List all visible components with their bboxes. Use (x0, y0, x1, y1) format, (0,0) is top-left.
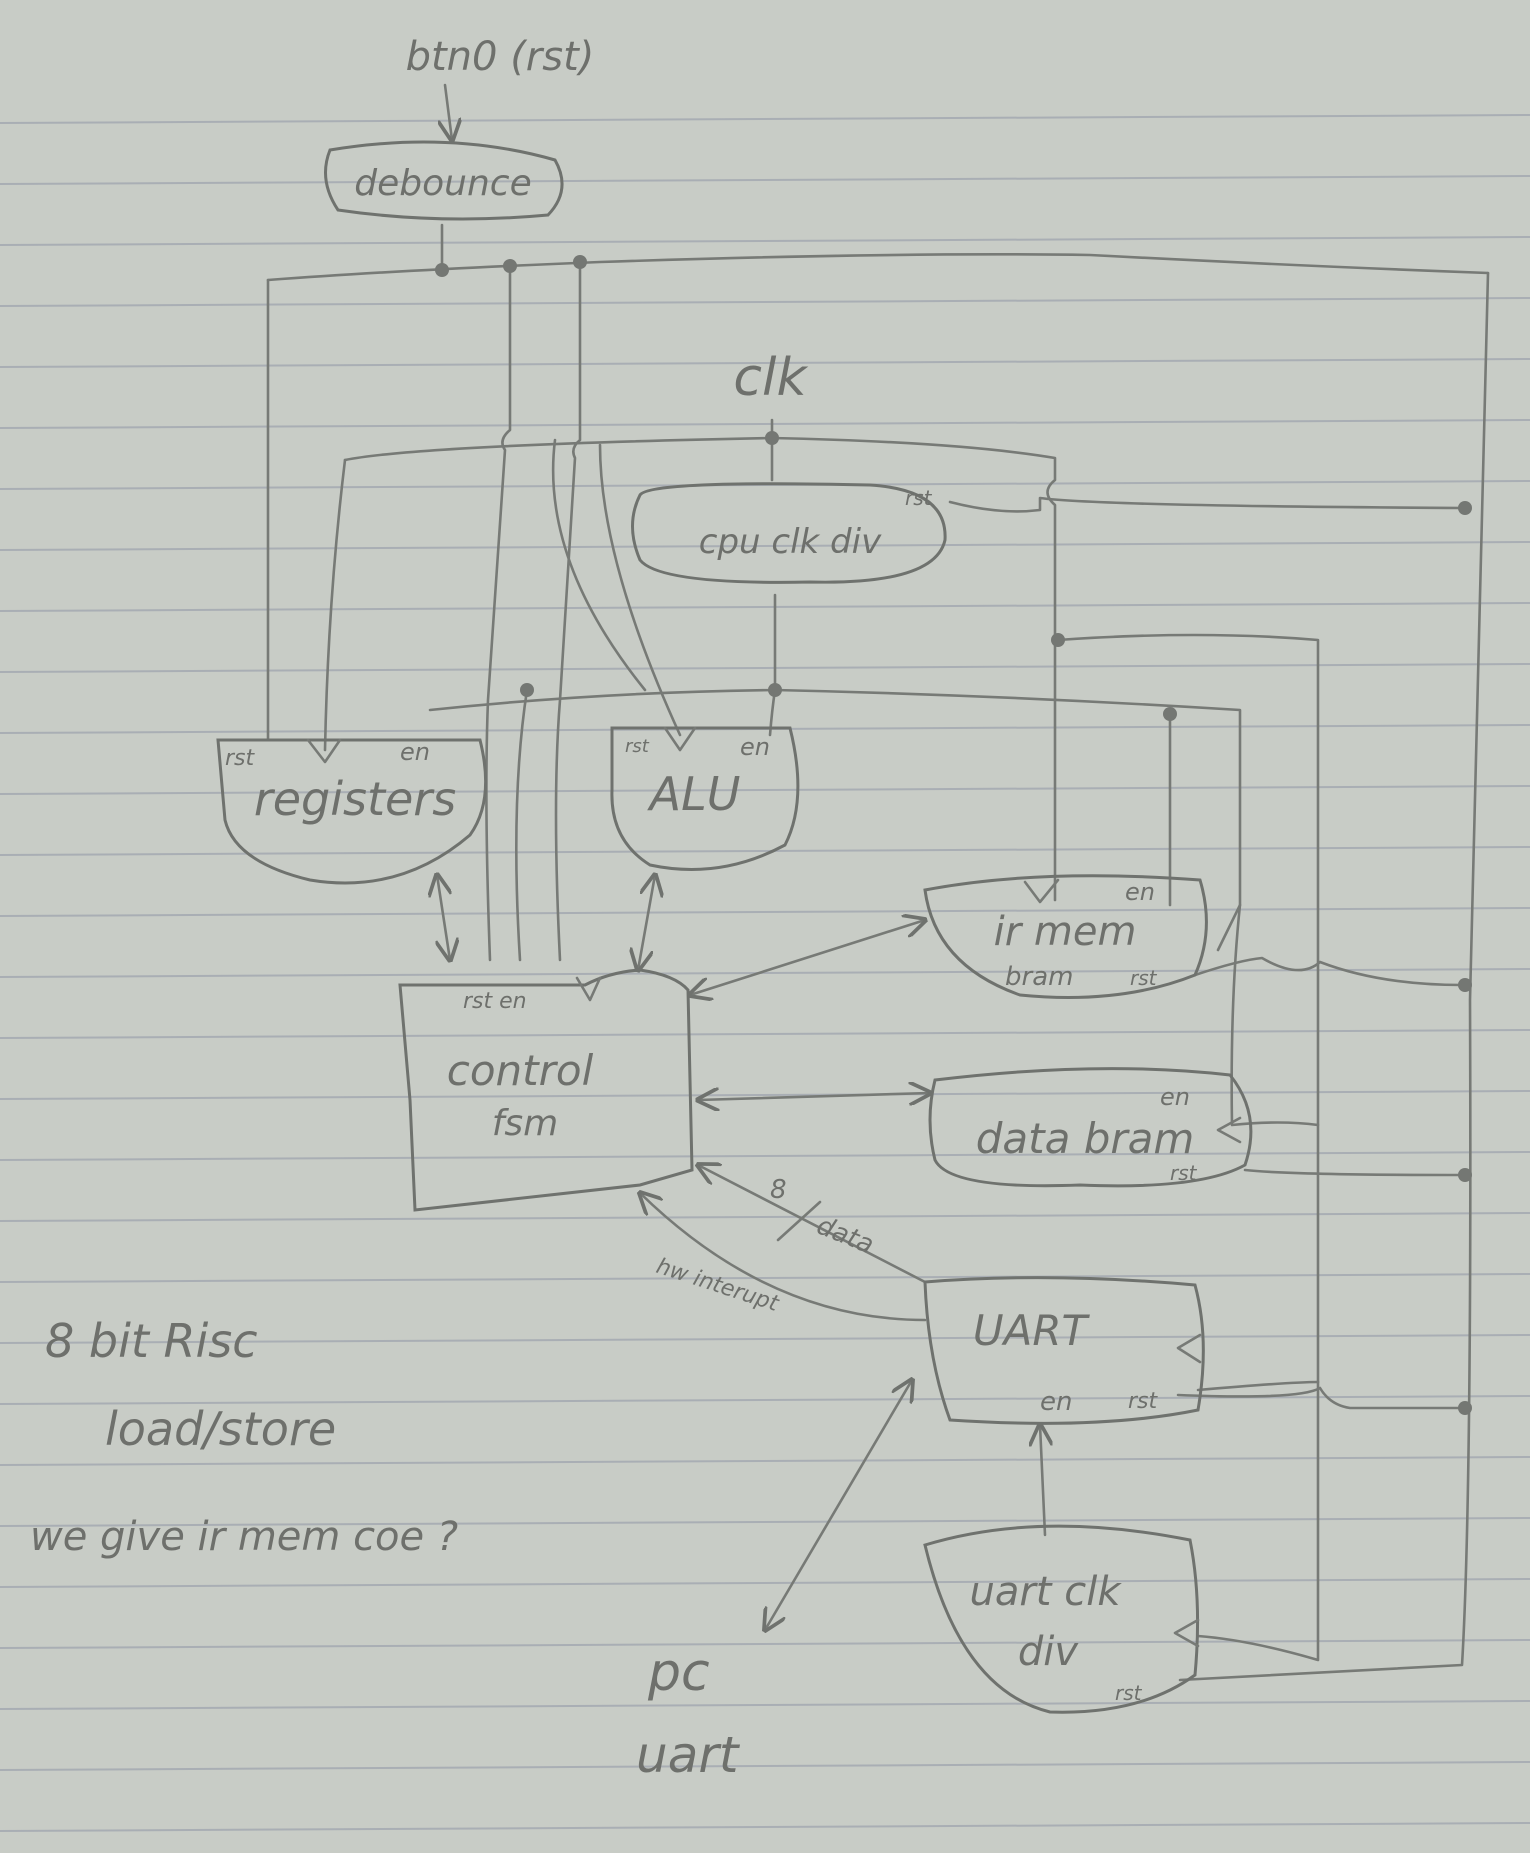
reset-to-alu (554, 258, 582, 962)
registers-label: registers (254, 772, 456, 826)
uart-clkdiv-rst-port: rst (1115, 1681, 1143, 1705)
uart-rst-port: rst (1128, 1389, 1159, 1414)
data-bram-block: data bram en rst (928, 1067, 1253, 1188)
data-bram-rst (1243, 1168, 1467, 1177)
data-bram-clock-feed (1230, 903, 1320, 1127)
clock-to-registers (323, 458, 347, 752)
registers-fsm-link (437, 875, 450, 960)
registers-clock-port (306, 738, 342, 764)
bus-width-slash (776, 1200, 822, 1242)
alu-en-port: en (740, 733, 770, 761)
fsm-clock-port (575, 976, 602, 1002)
uart-en-port: en (1040, 1387, 1072, 1417)
uart-interrupt (640, 1193, 927, 1322)
fsm-irmem-link (690, 920, 925, 995)
ir-mem-label: ir mem (994, 909, 1137, 955)
cpu-clkdiv-rst-port: rst (905, 486, 933, 510)
uart-label: UART (973, 1306, 1091, 1355)
clock-to-alu-1 (551, 438, 647, 692)
clock-input-label: clk (733, 348, 808, 408)
registers-en-port: en (400, 738, 430, 766)
fsm-label: fsm (492, 1103, 559, 1144)
fsm-clk (515, 688, 529, 962)
clock-distribution (343, 436, 1057, 902)
data-bram-rst-port: rst (1170, 1161, 1198, 1185)
note-line-2: load/store (105, 1402, 336, 1456)
uart-clkdiv-input (1056, 633, 1320, 1662)
debounce-block: debounce (324, 140, 564, 221)
uart-clkdiv-clock-port (1173, 1618, 1200, 1648)
ir-mem-block: ir mem bram rst en (923, 874, 1208, 999)
fsm-rst-en-ports: rst en (463, 989, 527, 1014)
data-bram-clock-port (1216, 1116, 1242, 1144)
registers-rst-port: rst (225, 746, 256, 771)
control-fsm-block: control fsm rst en (398, 968, 694, 1212)
reset-input-label: btn0 (rst) (406, 34, 595, 80)
control-label: control (447, 1046, 594, 1095)
wires (266, 83, 1490, 1682)
uart-clock-port (1176, 1333, 1202, 1364)
alu-fsm-link (638, 875, 655, 970)
alu-rst-port: rst (625, 736, 650, 757)
reset-bus-right (1178, 271, 1490, 1682)
uart-pc-link (765, 1380, 912, 1630)
data-bram-en-port: en (1160, 1083, 1190, 1111)
debounce-label: debounce (354, 163, 531, 204)
registers-block: registers rst en (216, 738, 488, 885)
ir-mem-clock-port (1023, 878, 1060, 904)
note-line-3: we give ir mem coe ? (30, 1514, 458, 1560)
cpuclk-bus (428, 688, 1242, 952)
reset-to-fsm (485, 263, 512, 962)
uart-rst (1176, 1386, 1467, 1410)
uart-clock (1196, 1380, 1320, 1392)
uart-clkdiv-label-2: div (1018, 1629, 1080, 1675)
alu-clock-port (663, 726, 697, 752)
uart-data-bus (698, 1165, 927, 1284)
uart-clkdiv-block: uart clk div rst (923, 1524, 1200, 1714)
ir-mem-bram-label: bram (1005, 962, 1073, 992)
ir-mem-rst-port: rst (1130, 966, 1158, 990)
ir-mem-en-port: en (1125, 878, 1155, 906)
data-bram-label: data bram (976, 1114, 1195, 1163)
irmem-rst (1193, 956, 1464, 987)
fsm-databram-link (698, 1093, 930, 1100)
note-line-1: 8 bit Risc (45, 1314, 258, 1368)
cpu-clkdiv-block: cpu clk div rst (631, 482, 947, 584)
uart-clkdiv-label-1: uart clk (970, 1569, 1123, 1615)
pc-label: pc (647, 1643, 710, 1703)
uartclk-to-uart (1040, 1425, 1045, 1537)
bus-width-label: 8 (770, 1175, 787, 1205)
reset-bus-top (266, 253, 1490, 282)
clock-to-alu-2 (598, 443, 682, 737)
cpu-clkdiv-label: cpu clk div (699, 522, 882, 562)
junctions (435, 255, 1472, 1415)
alu-label: ALU (647, 767, 741, 821)
cpuclkdiv-rst (948, 496, 1467, 513)
alu-block: ALU rst en (610, 726, 800, 871)
uart-block: UART en rst (923, 1276, 1205, 1425)
pc-uart-label: uart (636, 1726, 741, 1784)
reset-input-arrow (445, 83, 452, 140)
